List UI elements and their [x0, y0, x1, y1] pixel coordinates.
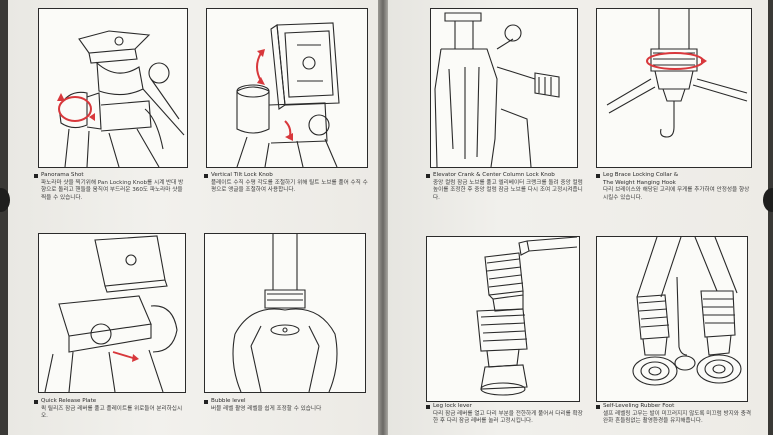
caption-elevator: Elevator Crank & Center Column Lock Knob…: [426, 172, 586, 202]
binder-hole-left: [0, 188, 10, 212]
caption-body: 파노라마 샷을 찍기위해 Pan Locking Knob를 시계 반대 방향으…: [41, 179, 184, 201]
binder-hole-right: [763, 188, 773, 212]
bullet-square-icon: [34, 173, 38, 178]
caption-body: 퀵 릴리즈 잠금 레버를 풀고 플레이트를 위로들어 분리하십시오.: [41, 405, 183, 420]
caption-leg-lock: Leg lock lever 다리 잠금 레버를 열고 다리 부분을 전한하게 …: [426, 403, 586, 426]
caption-quick-release: Quick Release Plate 퀵 릴리즈 잠금 레버를 풀고 플레이트…: [34, 398, 184, 421]
illustration-leg-lock: [426, 236, 580, 402]
bullet-square-icon: [596, 173, 600, 178]
caption-rubber-foot: Self-Leveling Rubber Foot 셀프 레벨링 고무는 발이 …: [596, 403, 756, 426]
bullet-square-icon: [34, 399, 38, 404]
bullet-square-icon: [426, 173, 430, 178]
caption-body: 다리 브레이스와 해당된 고리에 무게를 추가하여 안정성을 향상 시킬수 있습…: [603, 187, 750, 201]
illustration-rubber-foot: [596, 236, 748, 402]
caption-body: 플레이트 수직 수평 각도를 조절하기 위해 틸트 노브를 풀어 수직 수평으로…: [211, 179, 368, 194]
illustration-bubble: [204, 233, 366, 393]
caption-title: Elevator Crank & Center Column Lock Knob: [433, 172, 555, 178]
caption-title: Vertical Tilt Lock Knob: [211, 172, 273, 178]
caption-title: Leg Brace Locking Collar &: [603, 172, 679, 178]
illustration-quick-release: [38, 233, 186, 393]
caption-body: 버블 레벨 촬영 레벨을 쉽게 조정할 수 있습니다: [211, 405, 322, 412]
quick-release-drawing: [44, 235, 178, 392]
caption-title: Self-Leveling Rubber Foot: [603, 403, 675, 409]
caption-bubble: Bubble level 버블 레벨 촬영 레벨을 쉽게 조정할 수 있습니다: [204, 398, 368, 413]
illustration-leg-brace: [596, 8, 752, 168]
leg-brace-drawing: [606, 9, 748, 138]
leg-lock-drawing: [476, 237, 578, 396]
caption-body: 셀프 레벨링 고무는 발이 미끄러지지 않도록 미끄럼 방지와 충격완화 흔들림…: [603, 410, 752, 425]
illustration-elevator: [430, 8, 578, 168]
bullet-square-icon: [204, 173, 208, 178]
caption-body: 다리 잠금 레버를 열고 다리 부분을 전한하게 풀어서 다리를 확장한 후 다…: [433, 410, 583, 425]
elevator-drawing: [434, 12, 560, 167]
caption-title: Leg lock lever: [433, 403, 472, 409]
caption-body: 중앙 컬럼 잠금 노브를 풀고 엘리베이터 크랭크를 돌려 중앙 컬럼 높이를 …: [433, 179, 583, 201]
panorama-drawing: [57, 30, 185, 167]
caption-title: Bubble level: [211, 398, 246, 404]
book-gutter: [378, 0, 388, 435]
illustration-vertical-tilt: [206, 8, 368, 168]
bullet-square-icon: [204, 399, 208, 404]
caption-leg-brace: Leg Brace Locking Collar & The Weight Ha…: [596, 172, 754, 202]
bubble-drawing: [232, 234, 338, 392]
caption-title: Panorama Shot: [41, 172, 84, 178]
bullet-square-icon: [596, 404, 600, 409]
vertical-tilt-drawing: [236, 22, 340, 167]
caption-title-line-2: The Weight Hanging Hook: [603, 179, 676, 186]
caption-panorama: Panorama Shot 파노라마 샷을 찍기위해 Pan Locking K…: [34, 172, 184, 202]
bullet-square-icon: [426, 404, 430, 409]
caption-vertical-tilt: Vertical Tilt Lock Knob 플레이트 수직 수평 각도를 조…: [204, 172, 368, 195]
caption-title: Quick Release Plate: [41, 398, 97, 404]
rubber-foot-drawing: [632, 237, 742, 386]
illustration-panorama: [38, 8, 188, 168]
